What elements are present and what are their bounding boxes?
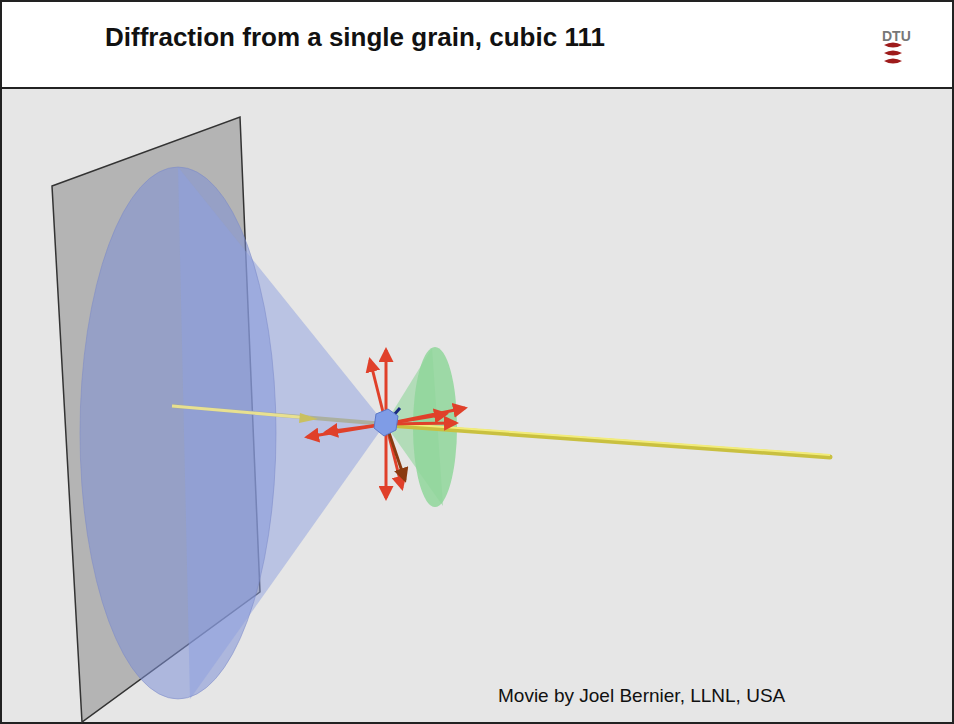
diffraction-cone: [178, 167, 385, 699]
slide-title: Diffraction from a single grain, cubic 1…: [105, 22, 605, 52]
credit-note-box: Movie by Joel Bernier, LLNL, USA: [498, 685, 785, 707]
slide-title-box: Diffraction from a single grain, cubic 1…: [105, 22, 605, 53]
beam-arrow-head: [299, 413, 318, 423]
slide-ground: [1, 88, 953, 723]
credit-note: Movie by Joel Bernier, LLNL, USA: [498, 685, 785, 706]
plane-normals: [307, 350, 465, 498]
incident-beam: [388, 425, 830, 457]
beam-highlight: [388, 423, 830, 455]
title-rule: [0, 87, 954, 89]
beam-arrow: [172, 406, 310, 418]
logo-mark: [884, 43, 902, 64]
logo-text-box: DTU: [882, 27, 911, 45]
logo-text: DTU: [882, 28, 911, 44]
cone-rim: [80, 167, 276, 699]
grain-cube: [374, 409, 398, 436]
